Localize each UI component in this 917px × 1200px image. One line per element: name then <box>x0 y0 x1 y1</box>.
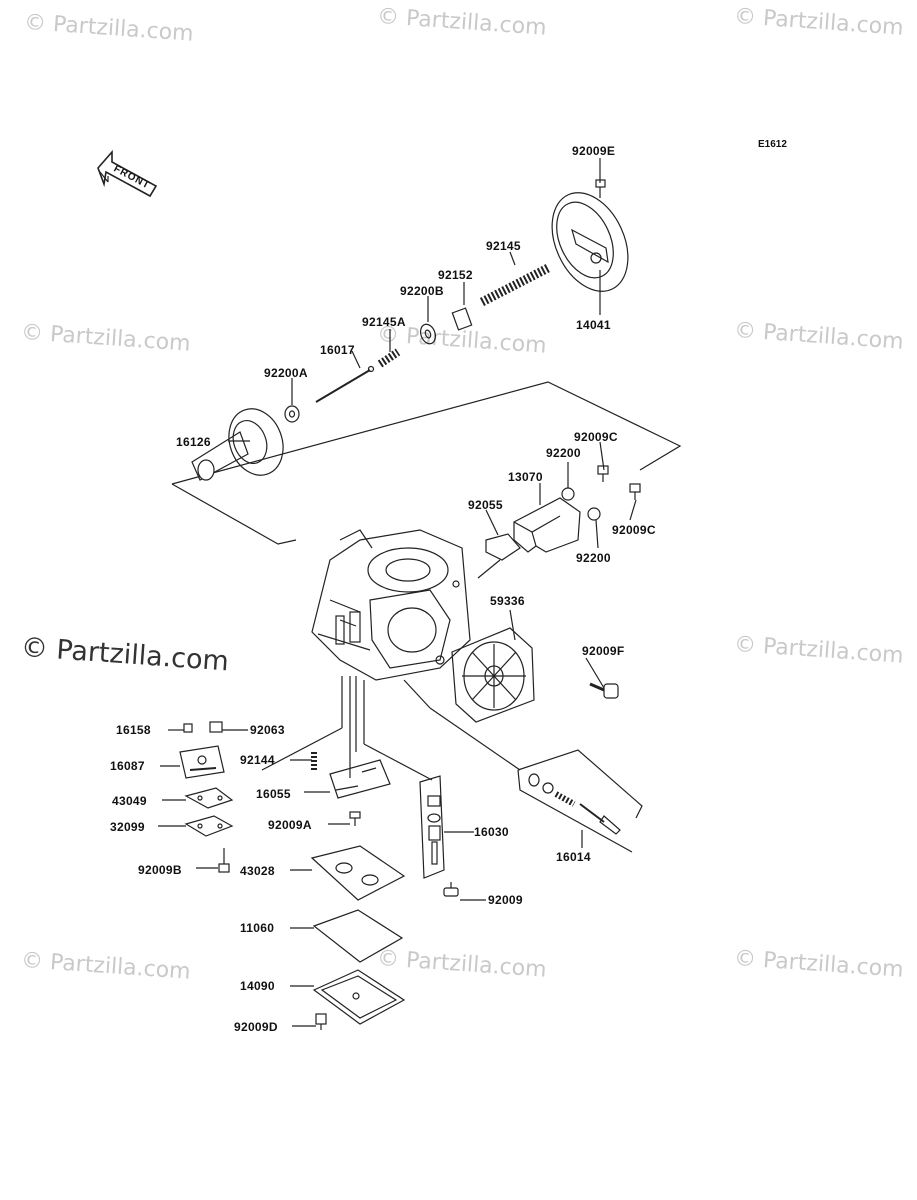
part-label[interactable]: 92009E <box>572 144 616 158</box>
part-label[interactable]: 92145 <box>486 239 521 253</box>
part-label[interactable]: 16017 <box>320 343 355 357</box>
screw-92009E <box>595 179 606 198</box>
part-label[interactable]: 13070 <box>508 470 543 484</box>
bolt-92009F <box>589 682 619 699</box>
part-label[interactable]: 92055 <box>468 498 503 512</box>
part-label[interactable]: 16055 <box>256 787 291 801</box>
part-label[interactable]: 14041 <box>576 318 611 332</box>
cover-14041 <box>551 192 629 292</box>
body-13070 <box>513 497 581 553</box>
part-label[interactable]: 92009B <box>138 863 182 877</box>
part-label[interactable]: 16158 <box>116 723 151 737</box>
part-label[interactable]: 59336 <box>490 594 525 608</box>
diaphragm-16126 <box>191 408 284 481</box>
part-label[interactable]: 92063 <box>250 723 285 737</box>
spring-92145 <box>479 263 551 307</box>
part-label[interactable]: 16126 <box>176 435 211 449</box>
part-label[interactable]: 11060 <box>240 921 275 935</box>
pump-59336 <box>451 627 535 723</box>
part-label[interactable]: 92009C <box>612 523 656 537</box>
part-label[interactable]: 92152 <box>438 268 473 282</box>
part-label[interactable]: 92200A <box>264 366 308 380</box>
part-label[interactable]: 16014 <box>556 850 591 864</box>
part-label[interactable]: 43028 <box>240 864 275 878</box>
carburetor-body <box>311 529 471 681</box>
part-label[interactable]: 92009D <box>234 1020 278 1034</box>
part-label[interactable]: 16087 <box>110 759 145 773</box>
part-label[interactable]: 92200 <box>576 551 611 565</box>
part-label[interactable]: 14090 <box>240 979 275 993</box>
diagram-code: E1612 <box>758 139 787 150</box>
part-label[interactable]: 16030 <box>474 825 509 839</box>
front-arrow-icon <box>97 149 158 198</box>
part-label[interactable]: 92200B <box>400 284 444 298</box>
part-label[interactable]: 92009C <box>574 430 618 444</box>
part-label[interactable]: 92145A <box>362 315 406 329</box>
part-label[interactable]: 92009A <box>268 818 312 832</box>
part-label[interactable]: 92200 <box>546 446 581 460</box>
part-label[interactable]: 92009F <box>582 644 625 658</box>
part-label[interactable]: 92144 <box>240 753 275 767</box>
part-label[interactable]: 32099 <box>110 820 145 834</box>
part-label[interactable]: 92009 <box>488 893 523 907</box>
part-label[interactable]: 43049 <box>112 794 147 808</box>
